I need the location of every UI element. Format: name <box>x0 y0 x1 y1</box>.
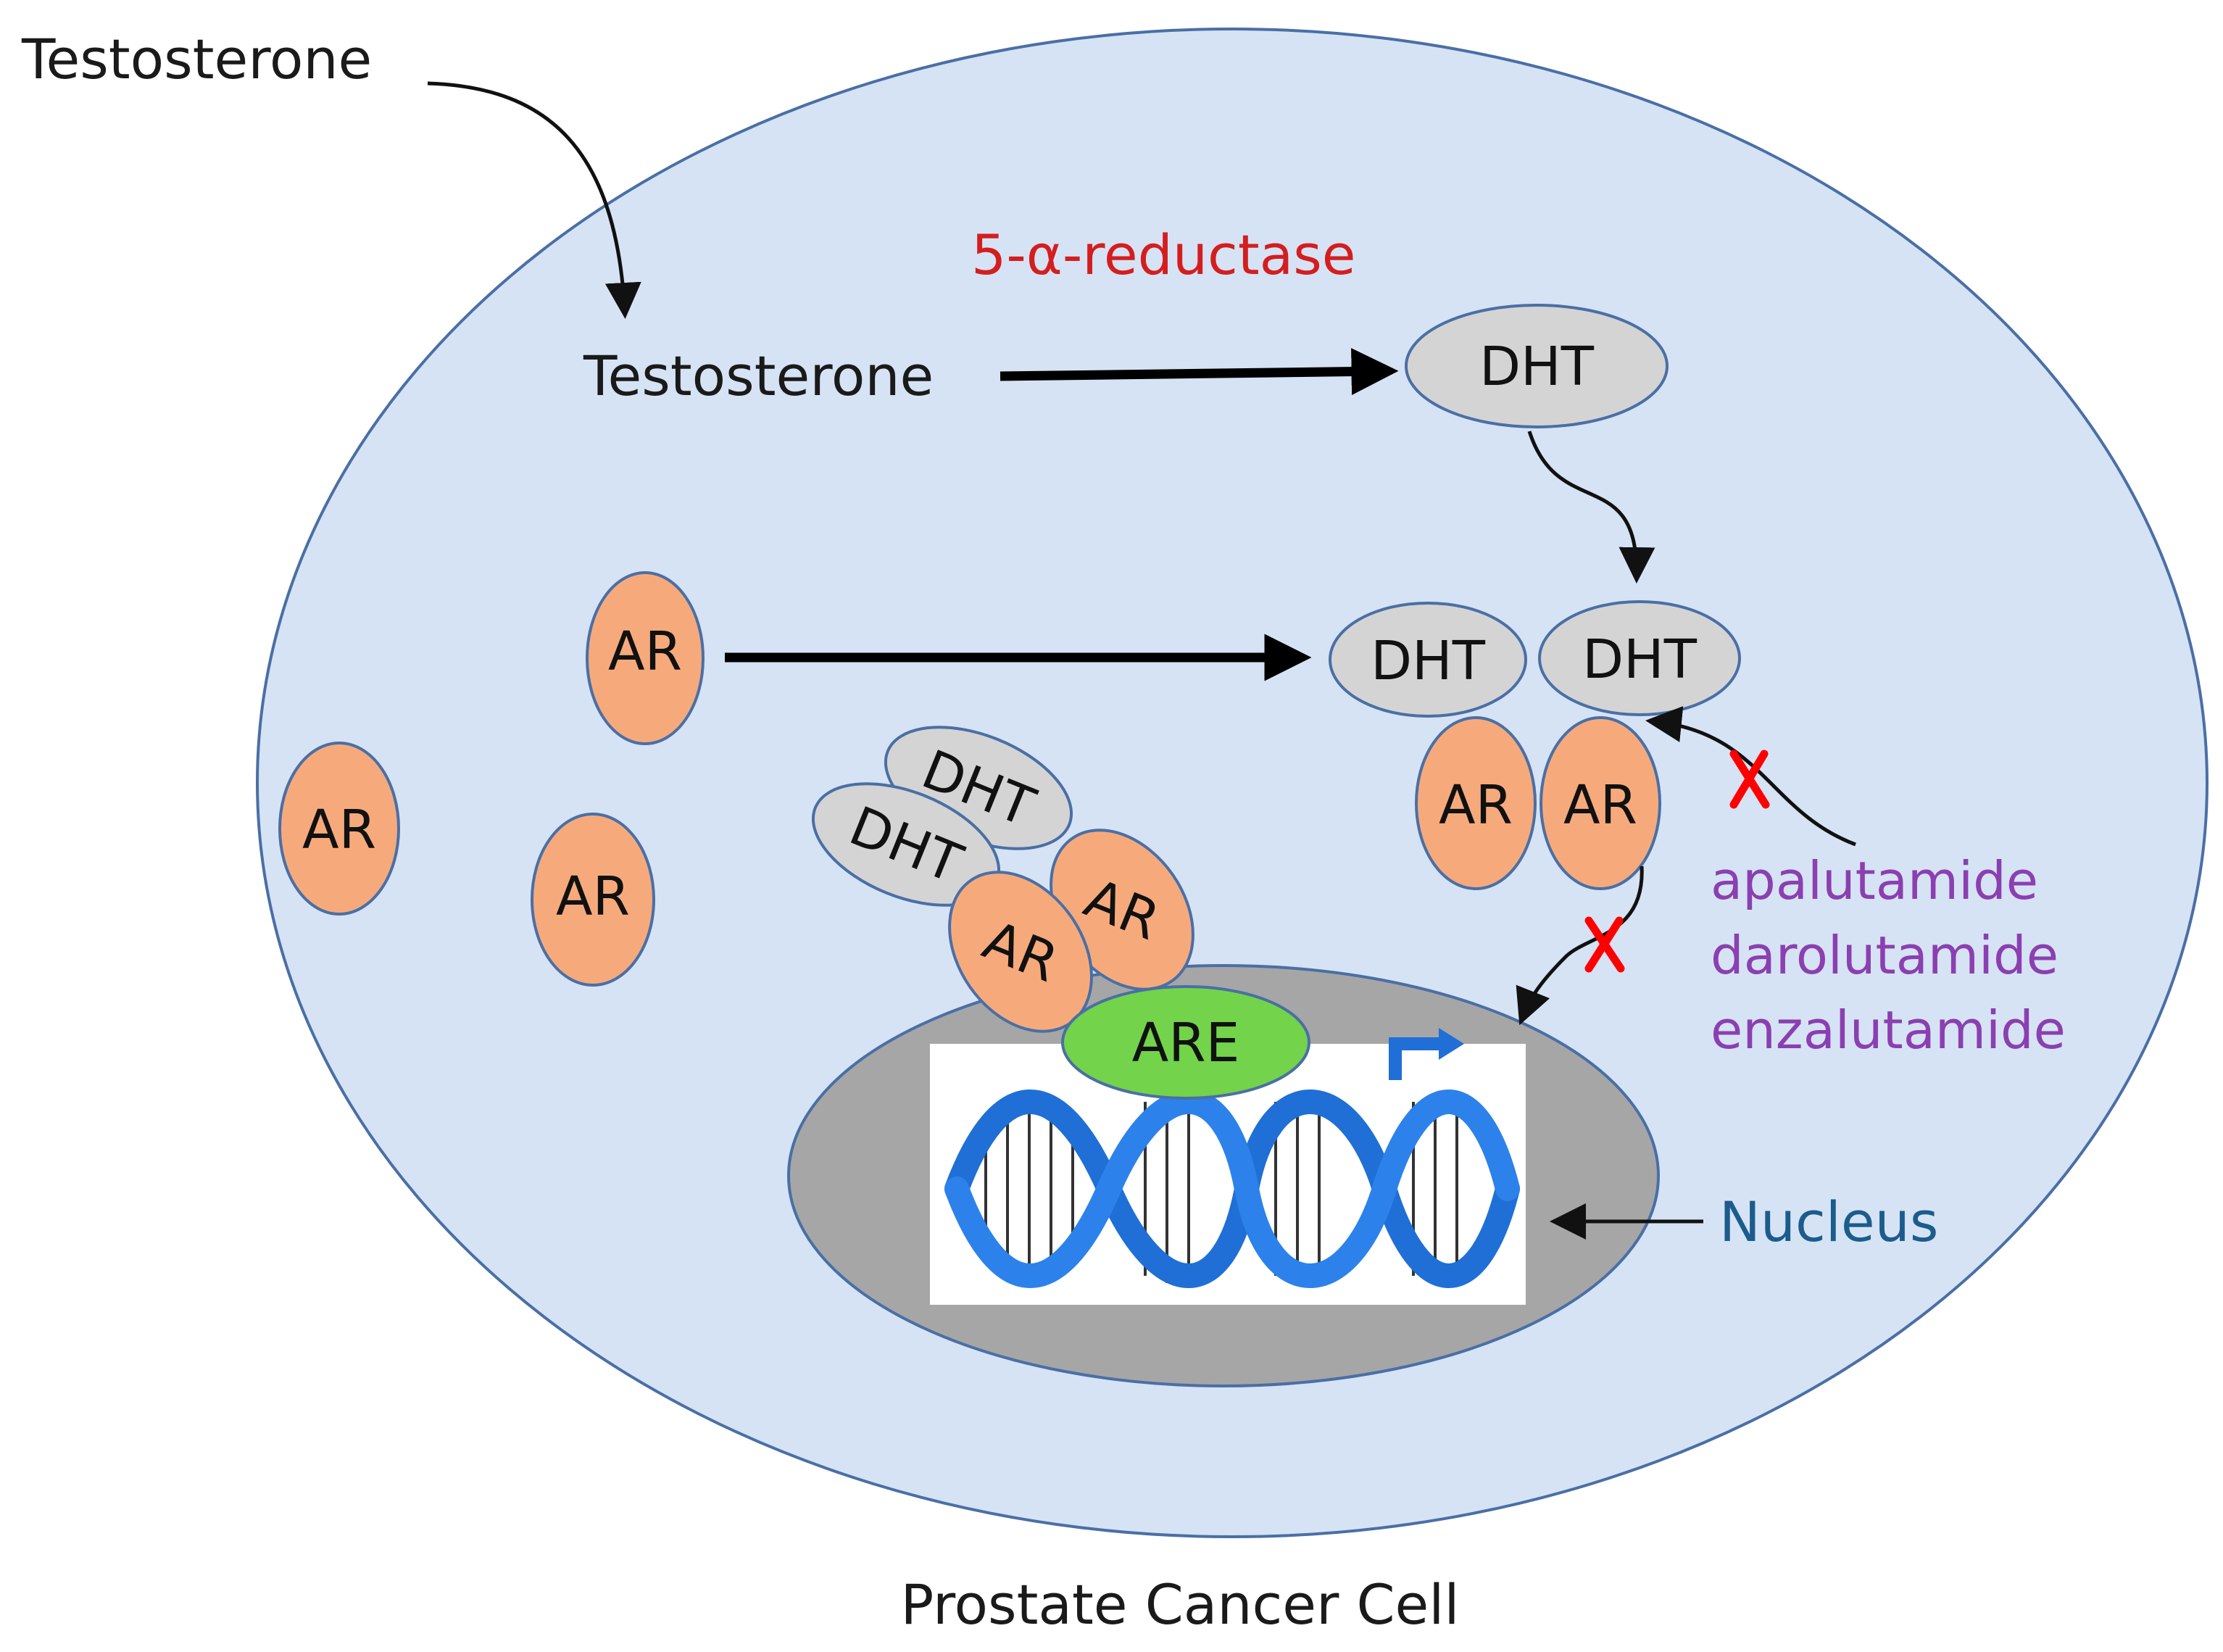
ar-free-left: AR <box>278 742 400 916</box>
x-mark-icon <box>1584 916 1625 973</box>
are-label: ARE <box>1132 1012 1240 1074</box>
ar-free-middle: AR <box>531 813 655 987</box>
ar-ellipse <box>531 813 655 987</box>
ar-ellipse <box>1540 716 1661 890</box>
ar-label: AR <box>608 620 682 683</box>
dht-ellipse <box>1405 304 1669 428</box>
conversion-arrow <box>1000 348 1399 396</box>
nuclear-ar-complex: DHT DHT AR AR ARE <box>811 726 1310 1100</box>
transcription-start-arrow-icon <box>1389 1037 1442 1080</box>
dht-label: DHT <box>1582 628 1698 691</box>
ar-label: AR <box>302 799 376 861</box>
drug-binding-arrow <box>1645 706 1856 847</box>
drug-name: darolutamide <box>1711 925 2058 986</box>
dht-binding-arrow <box>1527 431 1655 584</box>
drug-name: apalutamide <box>1711 850 2038 911</box>
dht-label: DHT <box>1371 630 1486 692</box>
dht-product: DHT <box>1405 304 1669 428</box>
ar-label: AR <box>1439 774 1513 837</box>
nucleus-label: Nucleus <box>1719 1190 1938 1254</box>
ar-ellipse <box>586 571 705 745</box>
dht-ellipse <box>1538 600 1741 716</box>
dht-ellipse <box>1329 602 1527 718</box>
dht-label: DHT <box>1479 336 1595 398</box>
cell-caption: Prostate Cancer Cell <box>900 1572 1459 1637</box>
are-ellipse <box>1061 985 1310 1100</box>
ar-free-top: AR <box>586 571 705 745</box>
testosterone-inside-label: Testosterone <box>583 344 934 408</box>
transcription-arrowhead <box>1439 1028 1464 1060</box>
enzyme-label: 5-α-reductase <box>971 223 1356 287</box>
testosterone-outside-label: Testosterone <box>21 27 372 91</box>
testosterone-entry-arrow <box>427 81 641 319</box>
ar-label: AR <box>1563 774 1637 837</box>
prostate-cancer-cell <box>256 28 2209 1538</box>
drug-name: enzalutamide <box>1711 1000 2066 1060</box>
ar-label: AR <box>556 866 630 928</box>
x-mark-icon <box>1729 750 1770 809</box>
ar-ellipse <box>278 742 400 916</box>
drug-list: apalutamide darolutamide enzalutamide <box>1711 850 2066 1060</box>
dht-ar-complex: DHT DHT AR AR <box>1329 600 1741 890</box>
nuclear-translocation-arrow <box>1516 866 1644 1026</box>
ar-ellipse <box>1415 716 1537 890</box>
